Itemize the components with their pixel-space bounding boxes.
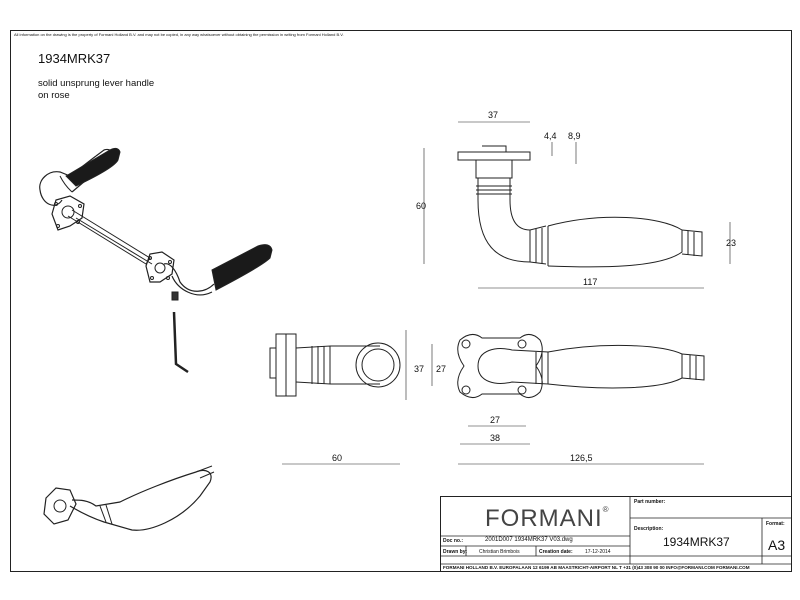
side-elevation-view [423,121,731,289]
dim-rose-inner: 27 [436,364,447,374]
creation-date-value: 17-12-2014 [585,549,611,555]
dim-total-length: 126,5 [570,453,593,463]
part-number-label: Part number: [634,499,666,505]
dim-thickness-a: 4,4 [544,131,557,141]
dim-side-depth: 60 [332,453,343,463]
drawn-by-value: Christian Brimbois [479,549,520,555]
doc-no-value: 2001D007 1934MRK37 V03.dwg [485,537,573,543]
description-line-1: solid unsprung lever handle [38,78,155,89]
plan-view [457,334,705,465]
description-value: 1934MRK37 [663,535,730,549]
drawing-sheet-border [10,30,792,572]
drawn-by-label: Drawn by: [443,549,468,555]
dim-length: 117 [583,277,598,287]
company-footer: FORMANI HOLLAND B.V. EUROPALAAN 12 6199 … [443,565,750,570]
title-block: FORMANI® Part number: Description: 1934M… [440,496,792,572]
description-label: Description: [634,526,664,532]
end-elevation-view [269,330,433,465]
dim-rose-outer: 37 [414,364,425,374]
dim-thickness-b: 8,9 [568,131,581,141]
dim-grip-diameter: 23 [726,238,737,248]
formani-logo: FORMANI® [485,505,610,532]
perspective-view-illustration [43,465,215,531]
description-line-2: on rose [38,90,70,101]
dim-base-outer: 38 [490,433,501,443]
dim-rose-width: 37 [488,110,499,120]
exploded-view-illustration [39,147,273,374]
title-block-grid [440,496,792,565]
dim-base-inner: 27 [490,415,501,425]
format-label: Format: [766,521,785,527]
doc-no-label: Doc no.: [443,538,463,544]
dim-height: 60 [416,201,427,211]
creation-date-label: Creation date: [539,549,573,555]
part-code-heading: 1934MRK37 [38,51,111,66]
format-value: A3 [768,537,786,553]
copyright-notice: All information on the drawing is the pr… [14,32,344,37]
